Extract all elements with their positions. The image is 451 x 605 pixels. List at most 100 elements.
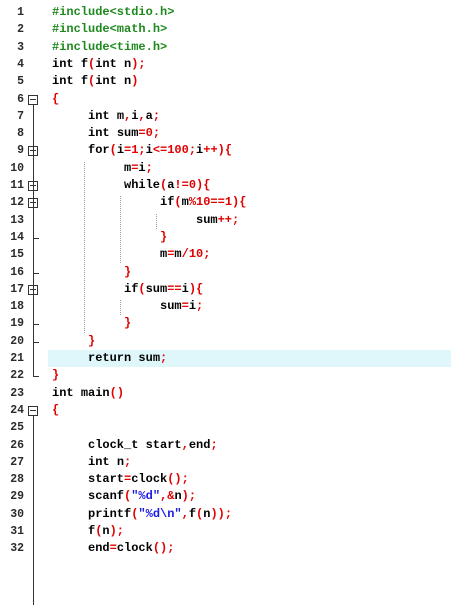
code-token: 100 <box>167 143 189 158</box>
code-line[interactable]: f(n); <box>88 523 124 540</box>
code-line[interactable]: if(sum==i){ <box>124 281 203 298</box>
line-number: 5 <box>17 75 24 89</box>
code-line[interactable]: } <box>124 264 131 281</box>
code-token: = <box>181 299 189 314</box>
line-number: 2 <box>17 23 24 37</box>
code-line[interactable]: int f(int n) <box>52 73 138 90</box>
code-line[interactable]: { <box>52 91 59 108</box>
code-token: #include<math.h> <box>52 22 168 37</box>
code-line[interactable]: int sum=0; <box>88 125 160 142</box>
code-line[interactable]: int main() <box>52 385 124 402</box>
code-token: ++; <box>217 212 240 227</box>
code-token: == <box>167 281 182 296</box>
code-token: ++){ <box>203 143 233 158</box>
code-token: m <box>116 108 125 123</box>
line-number: 13 <box>10 213 24 227</box>
code-token: n <box>116 454 125 469</box>
line-number: 20 <box>10 334 24 348</box>
code-line[interactable]: start=clock(); <box>88 471 189 488</box>
code-token: { <box>52 402 60 417</box>
code-line[interactable]: if(m%10==1){ <box>160 194 246 211</box>
code-token: f <box>80 56 89 71</box>
code-token: f <box>80 74 89 89</box>
code-line[interactable]: } <box>88 333 95 350</box>
code-token: () <box>109 385 125 400</box>
line-number: 1 <box>17 6 24 19</box>
line-number: 21 <box>10 352 24 365</box>
code-token: } <box>124 316 132 331</box>
code-line[interactable]: } <box>124 315 131 332</box>
code-token: ); <box>109 524 125 538</box>
code-token: n <box>124 56 132 71</box>
code-line[interactable]: #include<time.h> <box>52 39 167 56</box>
code-token: sum <box>116 126 139 141</box>
line-number: 15 <box>10 248 24 262</box>
line-number: 14 <box>10 230 24 244</box>
line-number: 23 <box>10 386 24 400</box>
code-line[interactable]: int f(int n); <box>52 56 146 73</box>
code-line[interactable]: int n; <box>88 454 131 471</box>
indent-guide <box>84 161 85 333</box>
code-line[interactable]: } <box>52 367 59 384</box>
line-number: 28 <box>10 473 24 487</box>
code-token: ( <box>160 178 168 192</box>
code-line[interactable]: return sum; <box>88 350 167 367</box>
code-token: end <box>88 541 110 556</box>
code-line[interactable]: while(a!=0){ <box>124 177 210 194</box>
indent-guide <box>120 300 121 316</box>
code-token: ; <box>152 108 161 123</box>
code-token: 0 <box>145 126 153 141</box>
code-token: sum <box>196 212 218 227</box>
code-line[interactable]: m=m/10; <box>160 246 210 263</box>
code-token: i <box>145 143 153 158</box>
code-line[interactable]: end=clock(); <box>88 540 174 557</box>
code-token: ( <box>124 489 132 504</box>
fold-toggle-icon[interactable] <box>28 94 38 105</box>
code-token: ( <box>174 195 182 210</box>
code-line[interactable]: scanf("%d",&n); <box>88 488 196 505</box>
code-line[interactable]: printf("%d\n",f(n)); <box>88 506 232 523</box>
code-token: )); <box>210 506 233 521</box>
line-number: 30 <box>10 507 24 521</box>
code-token: % <box>188 195 197 210</box>
code-token: ); <box>131 56 146 71</box>
code-token: n <box>174 489 182 504</box>
indent-guide <box>120 196 121 264</box>
line-number: 17 <box>10 282 24 296</box>
code-token: int <box>52 74 81 89</box>
code-token: ; <box>203 247 211 262</box>
fold-toggle-icon[interactable] <box>28 405 38 416</box>
code-line[interactable]: #include<math.h> <box>52 21 167 38</box>
code-line[interactable]: int m,i,a; <box>88 108 160 125</box>
code-line[interactable]: sum++; <box>196 212 239 229</box>
code-token: (); <box>167 472 189 487</box>
code-line[interactable]: #include<stdio.h> <box>52 4 174 21</box>
line-number: 8 <box>17 127 24 141</box>
code-token: ( <box>109 143 117 158</box>
fold-end-marker <box>33 324 39 326</box>
code-token: ){ <box>188 281 204 296</box>
code-token: while <box>124 178 161 192</box>
code-line[interactable]: sum=i; <box>160 298 203 315</box>
fold-end-marker <box>33 272 39 274</box>
code-token: sum <box>138 351 161 365</box>
code-token: int <box>52 385 81 400</box>
line-number: 6 <box>17 92 24 106</box>
code-token: i <box>116 143 125 158</box>
code-line[interactable]: for(i=1;i<=100;i++){ <box>88 142 232 159</box>
line-number: 3 <box>17 40 24 54</box>
line-number: 9 <box>17 144 24 158</box>
code-token: if <box>124 281 139 296</box>
code-line[interactable]: clock_t start,end; <box>88 437 218 454</box>
code-line[interactable]: } <box>160 229 167 246</box>
code-line[interactable]: m=i; <box>124 160 153 177</box>
code-token: int <box>88 108 117 123</box>
code-line[interactable]: { <box>52 402 59 419</box>
code-token: sum <box>145 281 168 296</box>
line-number: 19 <box>10 317 24 331</box>
code-token: ; <box>210 437 218 452</box>
code-token: ; <box>160 351 168 365</box>
code-token: 1 <box>131 143 139 158</box>
code-token: int <box>95 56 125 71</box>
